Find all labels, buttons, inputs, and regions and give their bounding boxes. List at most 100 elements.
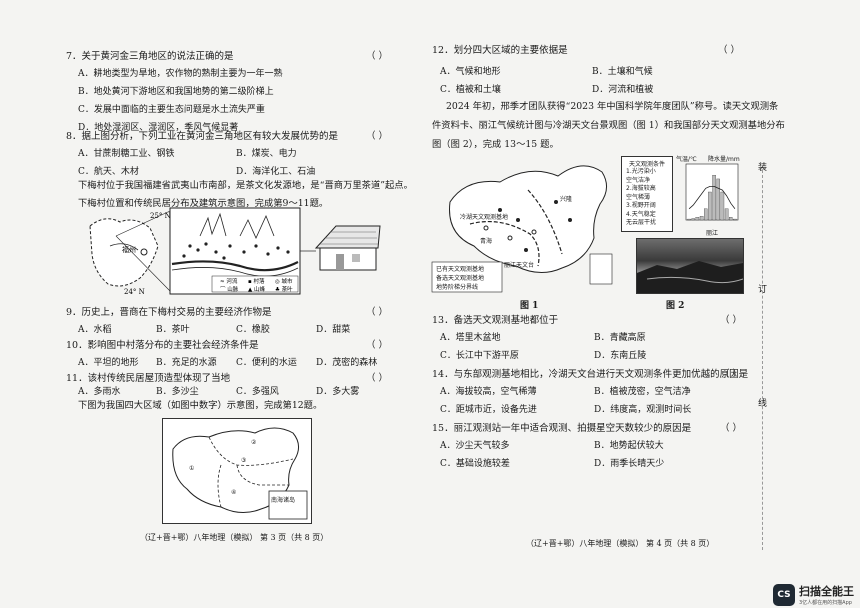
precip-bar-8 xyxy=(716,178,720,221)
q9-option-b[interactable]: B．茶叶 xyxy=(156,325,190,335)
card-item-3: 2.海拔较高 xyxy=(626,185,656,192)
q10-option-a[interactable]: A．平坦的地形 xyxy=(78,358,139,368)
card-item-2: 空气洁净 xyxy=(626,176,651,184)
climate-city: 丽江 xyxy=(706,230,719,237)
binding-line xyxy=(762,170,763,550)
q15-paren: （ ） xyxy=(720,423,743,434)
q9-option-c[interactable]: C．橡胶 xyxy=(236,325,270,335)
q7-option-b[interactable]: B．地处黄河下游地区和我国地势的第二级阶梯上 xyxy=(78,87,274,97)
q15-option-b[interactable]: B．地势起伏较大 xyxy=(594,441,664,451)
fujian-map xyxy=(89,210,171,292)
q14-option-b[interactable]: B．植被茂密，空气洁净 xyxy=(594,387,691,397)
q14-option-c[interactable]: C．距城市近，设备先进 xyxy=(440,405,537,415)
china-regions-map: ① ② ③ ④ 南海诸岛 xyxy=(162,418,312,524)
card-item-7: 无云层干扰 xyxy=(626,219,657,226)
precip-bar-2 xyxy=(691,218,695,221)
observation-card: 天文观测条件 1.光污染小 空气洁净 2.海拔较高 空气稀薄 3.视野开阔 4.… xyxy=(621,156,673,232)
q15-option-a[interactable]: A．沙尘天气较多 xyxy=(440,441,510,451)
q11-option-a[interactable]: A．多雨水 xyxy=(78,387,121,397)
q13-option-a[interactable]: A．塔里木盆地 xyxy=(440,333,501,343)
q8-option-c[interactable]: C．航天、木材 xyxy=(78,167,139,177)
fuzhou-label: 福州 xyxy=(122,245,136,254)
q9-option-d[interactable]: D．甜菜 xyxy=(316,325,351,335)
q11-option-d[interactable]: D．多大雾 xyxy=(316,387,360,397)
intro-13-15-line3: 图（图 2），完成 13～15 题。 xyxy=(432,139,559,150)
q12-paren: （ ） xyxy=(718,45,741,56)
intro-12: 下图为我国四大区域（如图中数字）示意图，完成第12题。 xyxy=(78,400,323,411)
q8-option-b[interactable]: B．煤炭、电力 xyxy=(236,149,297,159)
qinghai-label: 青海 xyxy=(480,238,493,245)
legend-village: ▪ 村落 xyxy=(248,277,265,285)
intro-13-15-line2: 件资料卡、丽江气候统计图与冷湖天文台景观图（图 1）和我国部分天文观测基地分布 xyxy=(432,120,785,131)
card-item-1: 1.光污染小 xyxy=(626,168,656,175)
q11-stem: 11．该村传统民居屋顶造型体现了当地 xyxy=(66,373,231,384)
q8-option-a[interactable]: A．甘蔗制糖工业、钢铁 xyxy=(78,149,175,159)
precip-axis-label: 降水量/mm xyxy=(708,156,740,163)
binding-mark-1: 装 xyxy=(758,163,768,173)
q12-option-a[interactable]: A．气候和地形 xyxy=(440,67,501,77)
right-footer: （辽+晋+鄂）八年地理（模拟） 第 4 页（共 8 页） xyxy=(526,539,715,548)
q12-option-b[interactable]: B．土壤和气候 xyxy=(592,67,653,77)
legend-mountain: ⌒ 山脉 xyxy=(220,285,239,293)
precip-bar-6 xyxy=(708,191,712,221)
lenghu-photo xyxy=(636,238,744,294)
south-sea-label: 南海诸岛 xyxy=(271,497,296,504)
q11-option-c[interactable]: C．多强风 xyxy=(236,387,279,397)
q11-option-b[interactable]: B．多沙尘 xyxy=(156,387,199,397)
q14-option-d[interactable]: D．纬度高，观测时间长 xyxy=(594,405,692,415)
precip-bar-3 xyxy=(695,217,700,221)
scanner-name: 扫描全能王 xyxy=(799,585,854,598)
lenghu-label: 冷湖天文观测基地 xyxy=(460,214,509,221)
q14-paren: （ ） xyxy=(720,369,743,380)
q14-stem: 14．与东部观测基地相比，冷湖天文台进行天文观测条件更加优越的原因是 xyxy=(432,369,749,380)
xinglong-label: 兴隆 xyxy=(560,196,573,203)
q10-option-b[interactable]: B．充足的水源 xyxy=(156,358,217,368)
precip-bar-7 xyxy=(712,175,716,221)
q15-stem: 15．丽江观测站一年中适合观测、拍摄星空天数较少的原因是 xyxy=(432,423,692,434)
scanner-sub: 3亿人都在用的扫描App xyxy=(799,600,852,606)
precip-bar-12 xyxy=(733,218,737,221)
q10-stem: 10．影响图中村落分布的主要社会经济条件是 xyxy=(66,340,259,351)
precip-bar-9 xyxy=(720,191,725,221)
q13-option-d[interactable]: D．东南丘陵 xyxy=(594,351,647,361)
q10-option-c[interactable]: C．便利的水运 xyxy=(236,358,297,368)
q8-option-d[interactable]: D．海洋化工、石油 xyxy=(236,167,316,177)
scanner-watermark: CS 扫描全能王 3亿人都在用的扫描App xyxy=(773,583,854,606)
lijiang-obs-label: 丽江天文台 xyxy=(504,262,535,269)
intro-13-15-line1: 2024 年初，邢季才团队获得“2023 年中国科学院年度团队”称号。读天文观测… xyxy=(446,101,779,112)
q12-option-c[interactable]: C．植被和土壤 xyxy=(440,85,501,95)
q15-option-c[interactable]: C．基础设施较差 xyxy=(440,459,510,469)
q7-stem: 7．关于黄河金三角地区的说法正确的是 xyxy=(66,51,234,62)
q9-paren: （ ） xyxy=(366,307,389,318)
fig2-label: 图 2 xyxy=(666,301,685,311)
intro-9-11-line1: 下梅村位于我国福建省武夷山市南部，是茶文化发源地，是“晋商万里茶道”起点。 xyxy=(78,180,413,191)
q7-option-a[interactable]: A．耕地类型为旱地，农作物的熟制主要为一年一熟 xyxy=(78,69,283,79)
legend-tea: ♣ 茶叶 xyxy=(275,285,293,293)
q7-option-c[interactable]: C．发展中面临的主要生态问题是水土流失严重 xyxy=(78,105,265,115)
legend-step-line: 地势阶梯分界线 xyxy=(436,284,479,291)
legend-ridge: ▲ 山峰 xyxy=(248,285,265,293)
q8-stem: 8．据上图分析，下列工业在黄河金三角地区有较大发展优势的是 xyxy=(66,131,339,142)
q9-stem: 9．历史上，晋商在下梅村交易的主要经济作物是 xyxy=(66,307,272,318)
region-1-label: ① xyxy=(189,465,195,472)
scanner-logo-icon: CS xyxy=(773,583,795,606)
q14-option-a[interactable]: A．海拔较高，空气稀薄 xyxy=(440,387,537,397)
village-map xyxy=(169,207,301,295)
q12-option-d[interactable]: D．河流和植被 xyxy=(592,85,654,95)
q15-option-d[interactable]: D．雨季长晴天少 xyxy=(594,459,665,469)
q13-option-b[interactable]: B．青藏高原 xyxy=(594,333,646,343)
q13-option-c[interactable]: C．长江中下游平原 xyxy=(440,351,519,361)
precip-bar-11 xyxy=(729,217,733,221)
building-sketch xyxy=(300,225,381,271)
lijiang-climate-chart: 气温/℃ 降水量/mm 丽江 xyxy=(676,154,748,237)
q12-stem: 12．划分四大区域的主要依据是 xyxy=(432,45,568,56)
card-item-4: 空气稀薄 xyxy=(626,193,651,201)
q9-option-a[interactable]: A．水稻 xyxy=(78,325,112,335)
region-4-label: ④ xyxy=(231,489,237,496)
observatory-map: 冷湖天文观测基地 青海 兴隆 丽江天文台 已有天文观测基地 备选天文观测基地 地… xyxy=(430,154,616,294)
q7-option-d[interactable]: D．地处湿润区、湿润区，季风气候显著 xyxy=(78,123,239,133)
precip-bar-4 xyxy=(699,216,704,221)
temp-axis-label: 气温/℃ xyxy=(676,156,697,163)
q13-stem: 13．备选天文观测基地都位于 xyxy=(432,315,559,326)
q10-option-d[interactable]: D．茂密的森林 xyxy=(316,358,378,368)
